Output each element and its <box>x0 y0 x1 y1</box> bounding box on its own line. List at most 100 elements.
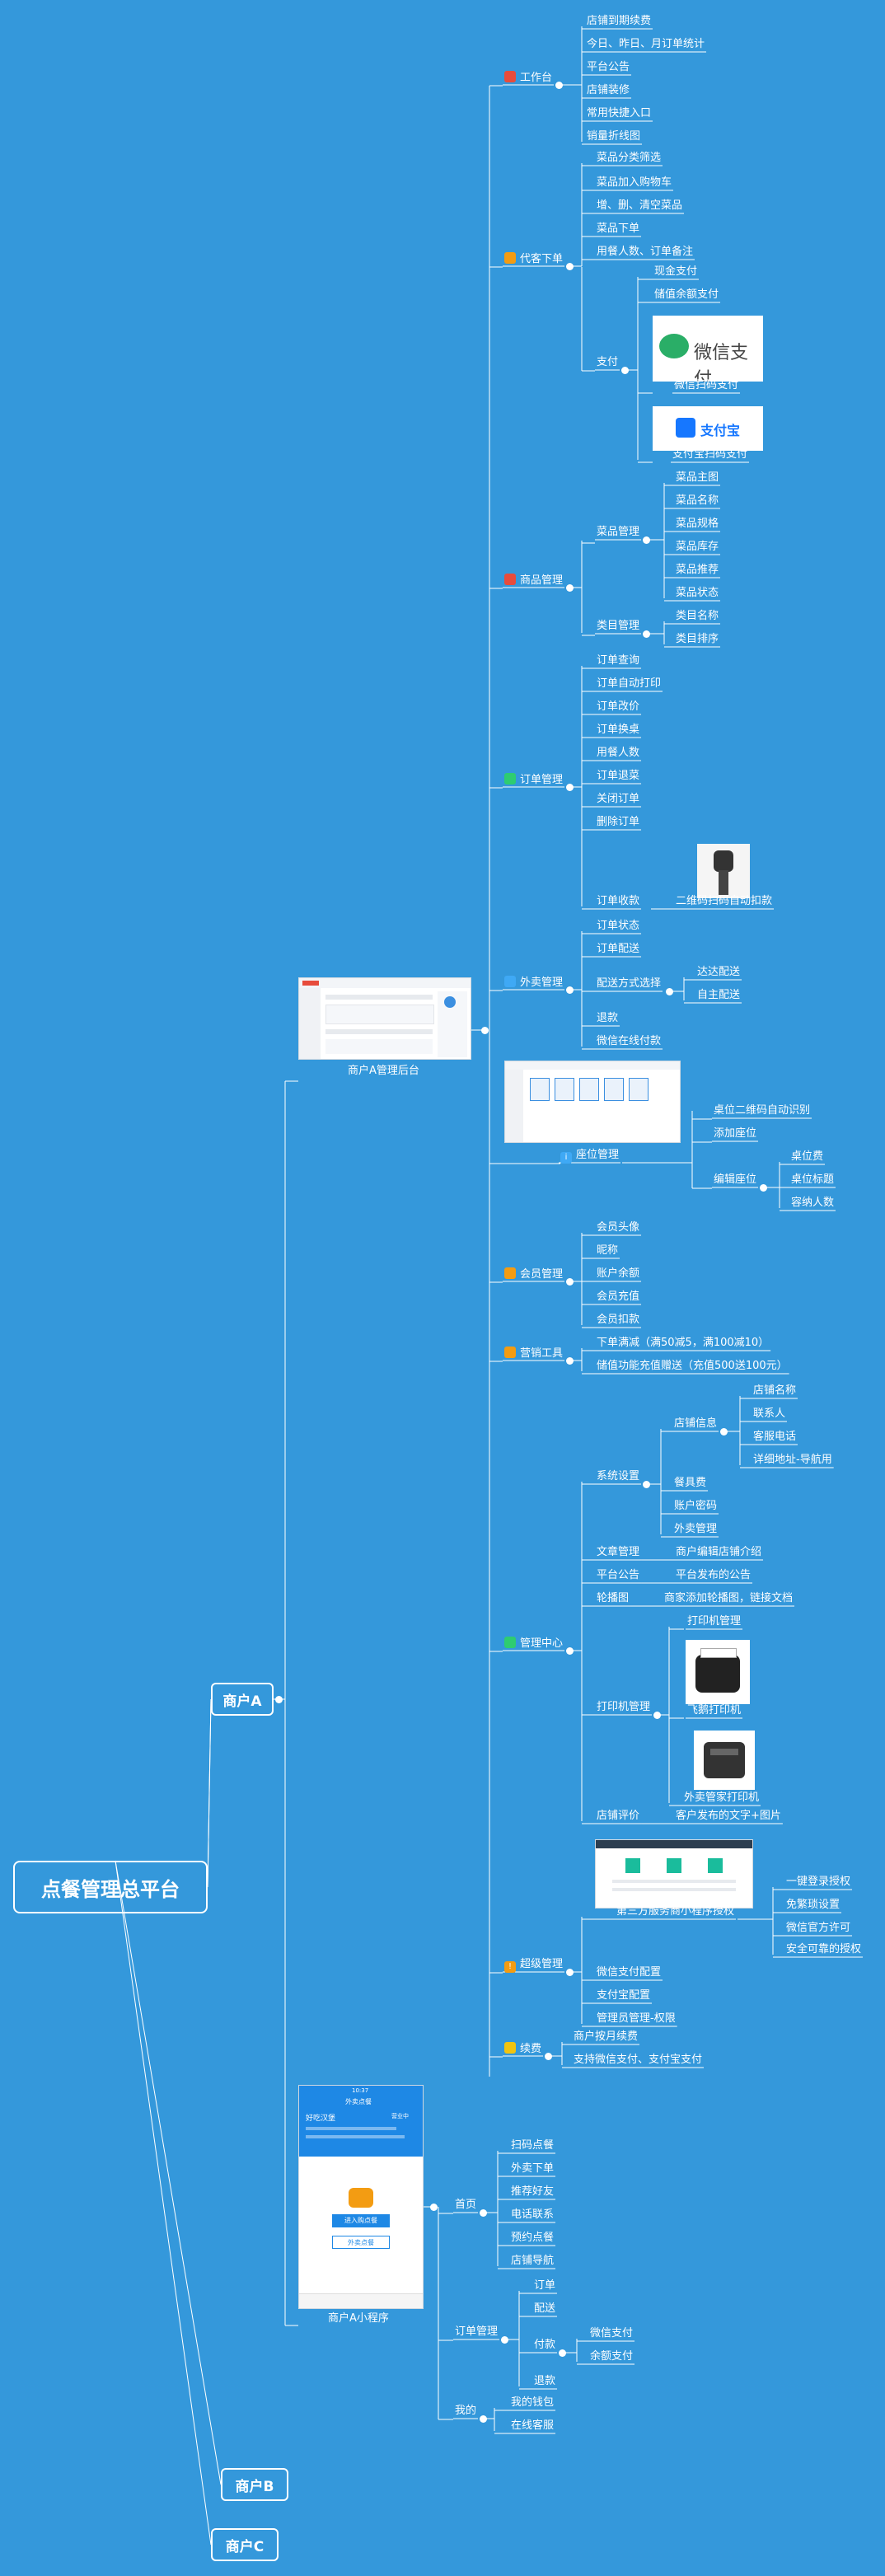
article-desc[interactable]: 商户编辑店铺介绍 <box>676 1546 761 1559</box>
renew-node[interactable]: 续费 <box>504 2042 541 2056</box>
seat-edit-item-1[interactable]: 桌位标题 <box>791 1173 834 1187</box>
seat-item-2[interactable]: 编辑座位 <box>714 1173 756 1187</box>
orders-node[interactable]: 订单管理 <box>504 773 563 787</box>
collapse-toggle[interactable] <box>760 1184 768 1192</box>
marketing-item-1[interactable]: 储值功能充值赠送（充值500送100元） <box>597 1360 788 1373</box>
merchant-c-node[interactable]: 商户C <box>211 2528 279 2561</box>
dish-item-2[interactable]: 菜品规格 <box>676 518 719 531</box>
collapse-toggle[interactable] <box>480 2415 488 2423</box>
order-for-item-0[interactable]: 菜品分类筛选 <box>597 152 661 165</box>
super-item-0[interactable]: 第三方服务商小程序授权 <box>616 1905 734 1918</box>
cat-item-1[interactable]: 类目排序 <box>676 633 719 646</box>
merchant-b-node[interactable]: 商户B <box>221 2468 288 2501</box>
collapse-toggle[interactable] <box>566 784 574 791</box>
takeout-item-1[interactable]: 订单配送 <box>597 943 639 956</box>
order-item-0[interactable]: 订单查询 <box>597 654 639 667</box>
review-node[interactable]: 店铺评价 <box>597 1810 639 1823</box>
goods-node[interactable]: 商品管理 <box>504 574 563 588</box>
collapse-toggle[interactable] <box>566 584 574 592</box>
printer-node[interactable]: 打印机管理 <box>597 1701 650 1714</box>
workbench-node[interactable]: 工作台 <box>504 71 552 85</box>
super-item-3[interactable]: 管理员管理-权限 <box>597 2012 676 2026</box>
member-item-0[interactable]: 会员头像 <box>597 1221 639 1234</box>
phone-takeout-button[interactable]: 外卖点餐 <box>332 2236 390 2249</box>
mine-item-0[interactable]: 我的钱包 <box>511 2396 554 2410</box>
pay-item-0[interactable]: 现金支付 <box>654 265 697 279</box>
workbench-item-0[interactable]: 店铺到期续费 <box>587 15 651 28</box>
workbench-item-2[interactable]: 平台公告 <box>587 61 630 74</box>
home-node[interactable]: 首页 <box>455 2199 476 2212</box>
renew-item-1[interactable]: 支持微信支付、支付宝支付 <box>574 2054 702 2067</box>
mini-order-item-0[interactable]: 订单 <box>534 2279 555 2293</box>
notice-node[interactable]: 平台公告 <box>597 1569 639 1582</box>
sys-item-1[interactable]: 餐具费 <box>674 1477 706 1490</box>
home-item-4[interactable]: 预约点餐 <box>511 2232 554 2245</box>
order-item-1[interactable]: 订单自动打印 <box>597 677 661 691</box>
pay-item-3[interactable]: 支付宝扫码支付 <box>672 448 747 461</box>
auth-item-2[interactable]: 微信官方许可 <box>786 1922 850 1935</box>
auth-item-3[interactable]: 安全可靠的授权 <box>786 1943 861 1956</box>
sys-settings-node[interactable]: 系统设置 <box>597 1470 639 1483</box>
order-item-5[interactable]: 订单退菜 <box>597 770 639 783</box>
collapse-toggle[interactable] <box>625 1108 634 1115</box>
shop-info-item-0[interactable]: 店铺名称 <box>753 1384 796 1398</box>
collapse-toggle[interactable] <box>643 536 651 544</box>
pay-item-1[interactable]: 储值余额支付 <box>654 288 719 302</box>
cat-item-0[interactable]: 类目名称 <box>676 610 719 623</box>
auth-item-0[interactable]: 一键登录授权 <box>786 1876 850 1889</box>
dish-item-1[interactable]: 菜品名称 <box>676 494 719 508</box>
printer-item-2[interactable]: 外卖管家打印机 <box>684 1791 759 1805</box>
workbench-item-3[interactable]: 店铺装修 <box>587 84 630 97</box>
home-item-2[interactable]: 推荐好友 <box>511 2185 554 2199</box>
order-for-item-4[interactable]: 用餐人数、订单备注 <box>597 246 693 259</box>
workbench-item-4[interactable]: 常用快捷入口 <box>587 107 651 120</box>
phone-order-button[interactable]: 进入购点餐 <box>332 2214 390 2227</box>
collapse-toggle[interactable] <box>566 1969 574 1976</box>
takeout-item-4[interactable]: 微信在线付款 <box>597 1035 661 1048</box>
pay-node[interactable]: 支付 <box>597 356 618 369</box>
seat-edit-item-0[interactable]: 桌位费 <box>791 1150 823 1164</box>
mini-orders-node[interactable]: 订单管理 <box>455 2325 498 2339</box>
member-item-1[interactable]: 昵称 <box>597 1244 618 1258</box>
collapse-toggle[interactable] <box>566 263 574 270</box>
sys-item-3[interactable]: 外卖管理 <box>674 1523 717 1536</box>
workbench-item-5[interactable]: 销量折线图 <box>587 130 640 143</box>
collapse-toggle[interactable] <box>566 1278 574 1286</box>
member-item-4[interactable]: 会员扣款 <box>597 1314 639 1327</box>
dish-item-3[interactable]: 菜品库存 <box>676 541 719 554</box>
marketing-node[interactable]: 营销工具 <box>504 1347 563 1361</box>
workbench-item-1[interactable]: 今日、昨日、月订单统计 <box>587 38 705 51</box>
root-node[interactable]: 点餐管理总平台 <box>13 1861 208 1913</box>
article-node[interactable]: 文章管理 <box>597 1546 639 1559</box>
mine-item-1[interactable]: 在线客服 <box>511 2419 554 2433</box>
printer-item-1[interactable]: 飞鹅打印机 <box>687 1704 741 1717</box>
carousel-desc[interactable]: 商家添加轮播图，链接文档 <box>664 1592 793 1605</box>
takeout-item-3[interactable]: 退款 <box>597 1012 618 1025</box>
dish-item-5[interactable]: 菜品状态 <box>676 587 719 600</box>
review-desc[interactable]: 客户发布的文字+图片 <box>676 1810 781 1823</box>
pay-item-2[interactable]: 微信扫码支付 <box>674 379 738 392</box>
collapse-toggle[interactable] <box>653 1712 662 1719</box>
dish-item-4[interactable]: 菜品推荐 <box>676 564 719 577</box>
collapse-toggle[interactable] <box>481 1027 489 1034</box>
home-item-0[interactable]: 扫码点餐 <box>511 2139 554 2152</box>
cat-mgmt-node[interactable]: 类目管理 <box>597 620 639 633</box>
shop-info-item-2[interactable]: 客服电话 <box>753 1431 796 1444</box>
order-for-item-2[interactable]: 增、删、清空菜品 <box>597 199 682 213</box>
collapse-toggle[interactable] <box>566 986 574 994</box>
takeout-item-2[interactable]: 配送方式选择 <box>597 977 661 991</box>
collapse-toggle[interactable] <box>430 2204 438 2211</box>
scan-pay-node[interactable]: 二维码扫码自动扣款 <box>676 895 772 908</box>
collapse-toggle[interactable] <box>621 367 630 374</box>
center-node[interactable]: 管理中心 <box>504 1637 563 1651</box>
dish-mgmt-node[interactable]: 菜品管理 <box>597 526 639 539</box>
order-item-2[interactable]: 订单改价 <box>597 700 639 714</box>
collapse-toggle[interactable] <box>643 630 651 638</box>
super-node[interactable]: !超级管理 <box>504 1958 563 1973</box>
member-item-3[interactable]: 会员充值 <box>597 1290 639 1304</box>
sys-item-2[interactable]: 账户密码 <box>674 1500 717 1513</box>
collapse-toggle[interactable] <box>666 988 673 995</box>
auth-item-1[interactable]: 免繁琐设置 <box>786 1899 840 1912</box>
seat-item-0[interactable]: 桌位二维码自动识别 <box>714 1104 810 1117</box>
